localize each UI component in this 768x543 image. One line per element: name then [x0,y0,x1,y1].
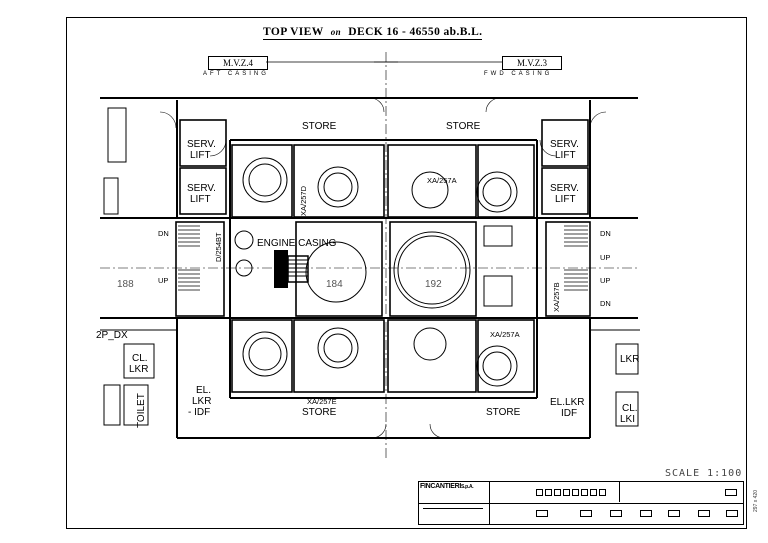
title-block-cell [726,510,738,517]
room-number-188: 188 [117,279,134,290]
el-lkr-left-line2: LKR [192,396,211,407]
title-block-cell [640,510,652,517]
mvz-left-box: M.V.Z.4 [208,56,268,70]
title-block-cell [536,510,548,517]
tag-xa257e: XA/257E [307,397,337,406]
engine-casing-label: ENGINE CASING [257,238,337,249]
serv-lift-2-line1: SERV. [187,183,216,194]
tag-xa257a-top: XA/257A [427,176,457,185]
aft-casing-label: AFT CASING [203,71,269,77]
title-block-cell [590,489,597,496]
cl-lkr-line1: CL. [132,353,148,364]
serv-lift-1-line1: SERV. [187,139,216,150]
scale-label: SCALE 1:100 [665,468,743,479]
serv-lift-3-line2: LIFT [555,150,576,161]
title-block-logo: FINCANTIERIS.p.A. [420,483,474,490]
door-swings [159,97,607,439]
el-lkr-right-line2: IDF [561,408,577,419]
lkr-right-label: LKR [620,354,639,365]
serv-lift-4-line1: SERV. [550,183,579,194]
el-lkr-right-line1: EL.LKR [550,397,584,408]
title-deck: DECK 16 - 46550 ab.B.L. [348,26,483,38]
cl-right-line1: CL. [622,403,638,414]
serv-lift-2-line2: LIFT [190,194,211,205]
room-grid [175,119,591,393]
room-store-top-left: STORE [302,121,337,132]
sheet-size-note: 297 x 420 [753,490,759,512]
serv-lift-3-line1: SERV. [550,139,579,150]
left-side-structures [100,107,176,426]
title-on: on [330,27,342,37]
room-store-top-right: STORE [446,121,481,132]
machinery-cylinders [234,157,518,387]
tag-d254bt: D/254BT [214,232,223,262]
tag-xa257d: XA/257D [299,185,308,216]
title-block-cell [545,489,552,496]
tag-xa257a-bottom: XA/257A [490,330,520,339]
stair-dn-right-2: DN [600,299,611,308]
title-block [418,481,744,525]
drawing-sheet-border [66,17,747,529]
drawing-title: TOP VIEW on DECK 16 - 46550 ab.B.L. [263,26,483,40]
title-block-cell [698,510,710,517]
cl-lkr-line2: LKR [129,364,148,375]
right-side-structures [590,329,640,427]
title-block-cell [563,489,570,496]
el-lkr-left-line1: EL. [196,385,211,396]
title-block-cell [572,489,579,496]
title-block-cell [725,489,737,496]
title-block-cell [610,510,622,517]
stair-up-right-1: UP [600,253,610,262]
title-block-cell [599,489,606,496]
fwd-casing-label: FWD CASING [484,71,553,77]
tag-xa257b: XA/257B [552,282,561,312]
room-store-bottom-right: STORE [486,407,521,418]
logo-text: FINCANTIERI [420,483,462,490]
serv-lift-4-line2: LIFT [555,194,576,205]
logo-suffix: S.p.A. [461,484,474,490]
outer-walls [100,97,638,439]
title-block-cell [581,489,588,496]
stairs [178,225,588,291]
room-number-192: 192 [425,279,442,290]
toilet-label: TOILET [136,393,147,428]
engine-casing-graphic [274,250,309,288]
el-lkr-left-line3: - IDF [188,407,210,418]
room-store-bottom-left: STORE [302,407,337,418]
mvz-right-box: M.V.Z.3 [502,56,562,70]
cl-right-line2: LKI [620,414,635,425]
stair-up-right-2: UP [600,276,610,285]
title-block-cell [580,510,592,517]
stair-up-left: UP [158,276,168,285]
title-block-cell [554,489,561,496]
title-main: TOP VIEW [263,26,324,38]
title-block-cell [668,510,680,517]
stair-dn-right: DN [600,229,611,238]
serv-lift-1-line2: LIFT [190,150,211,161]
p-dx-label: 2P_DX [96,330,128,341]
title-block-cell [536,489,543,496]
room-number-184: 184 [326,279,343,290]
stair-dn-left: DN [158,229,169,238]
